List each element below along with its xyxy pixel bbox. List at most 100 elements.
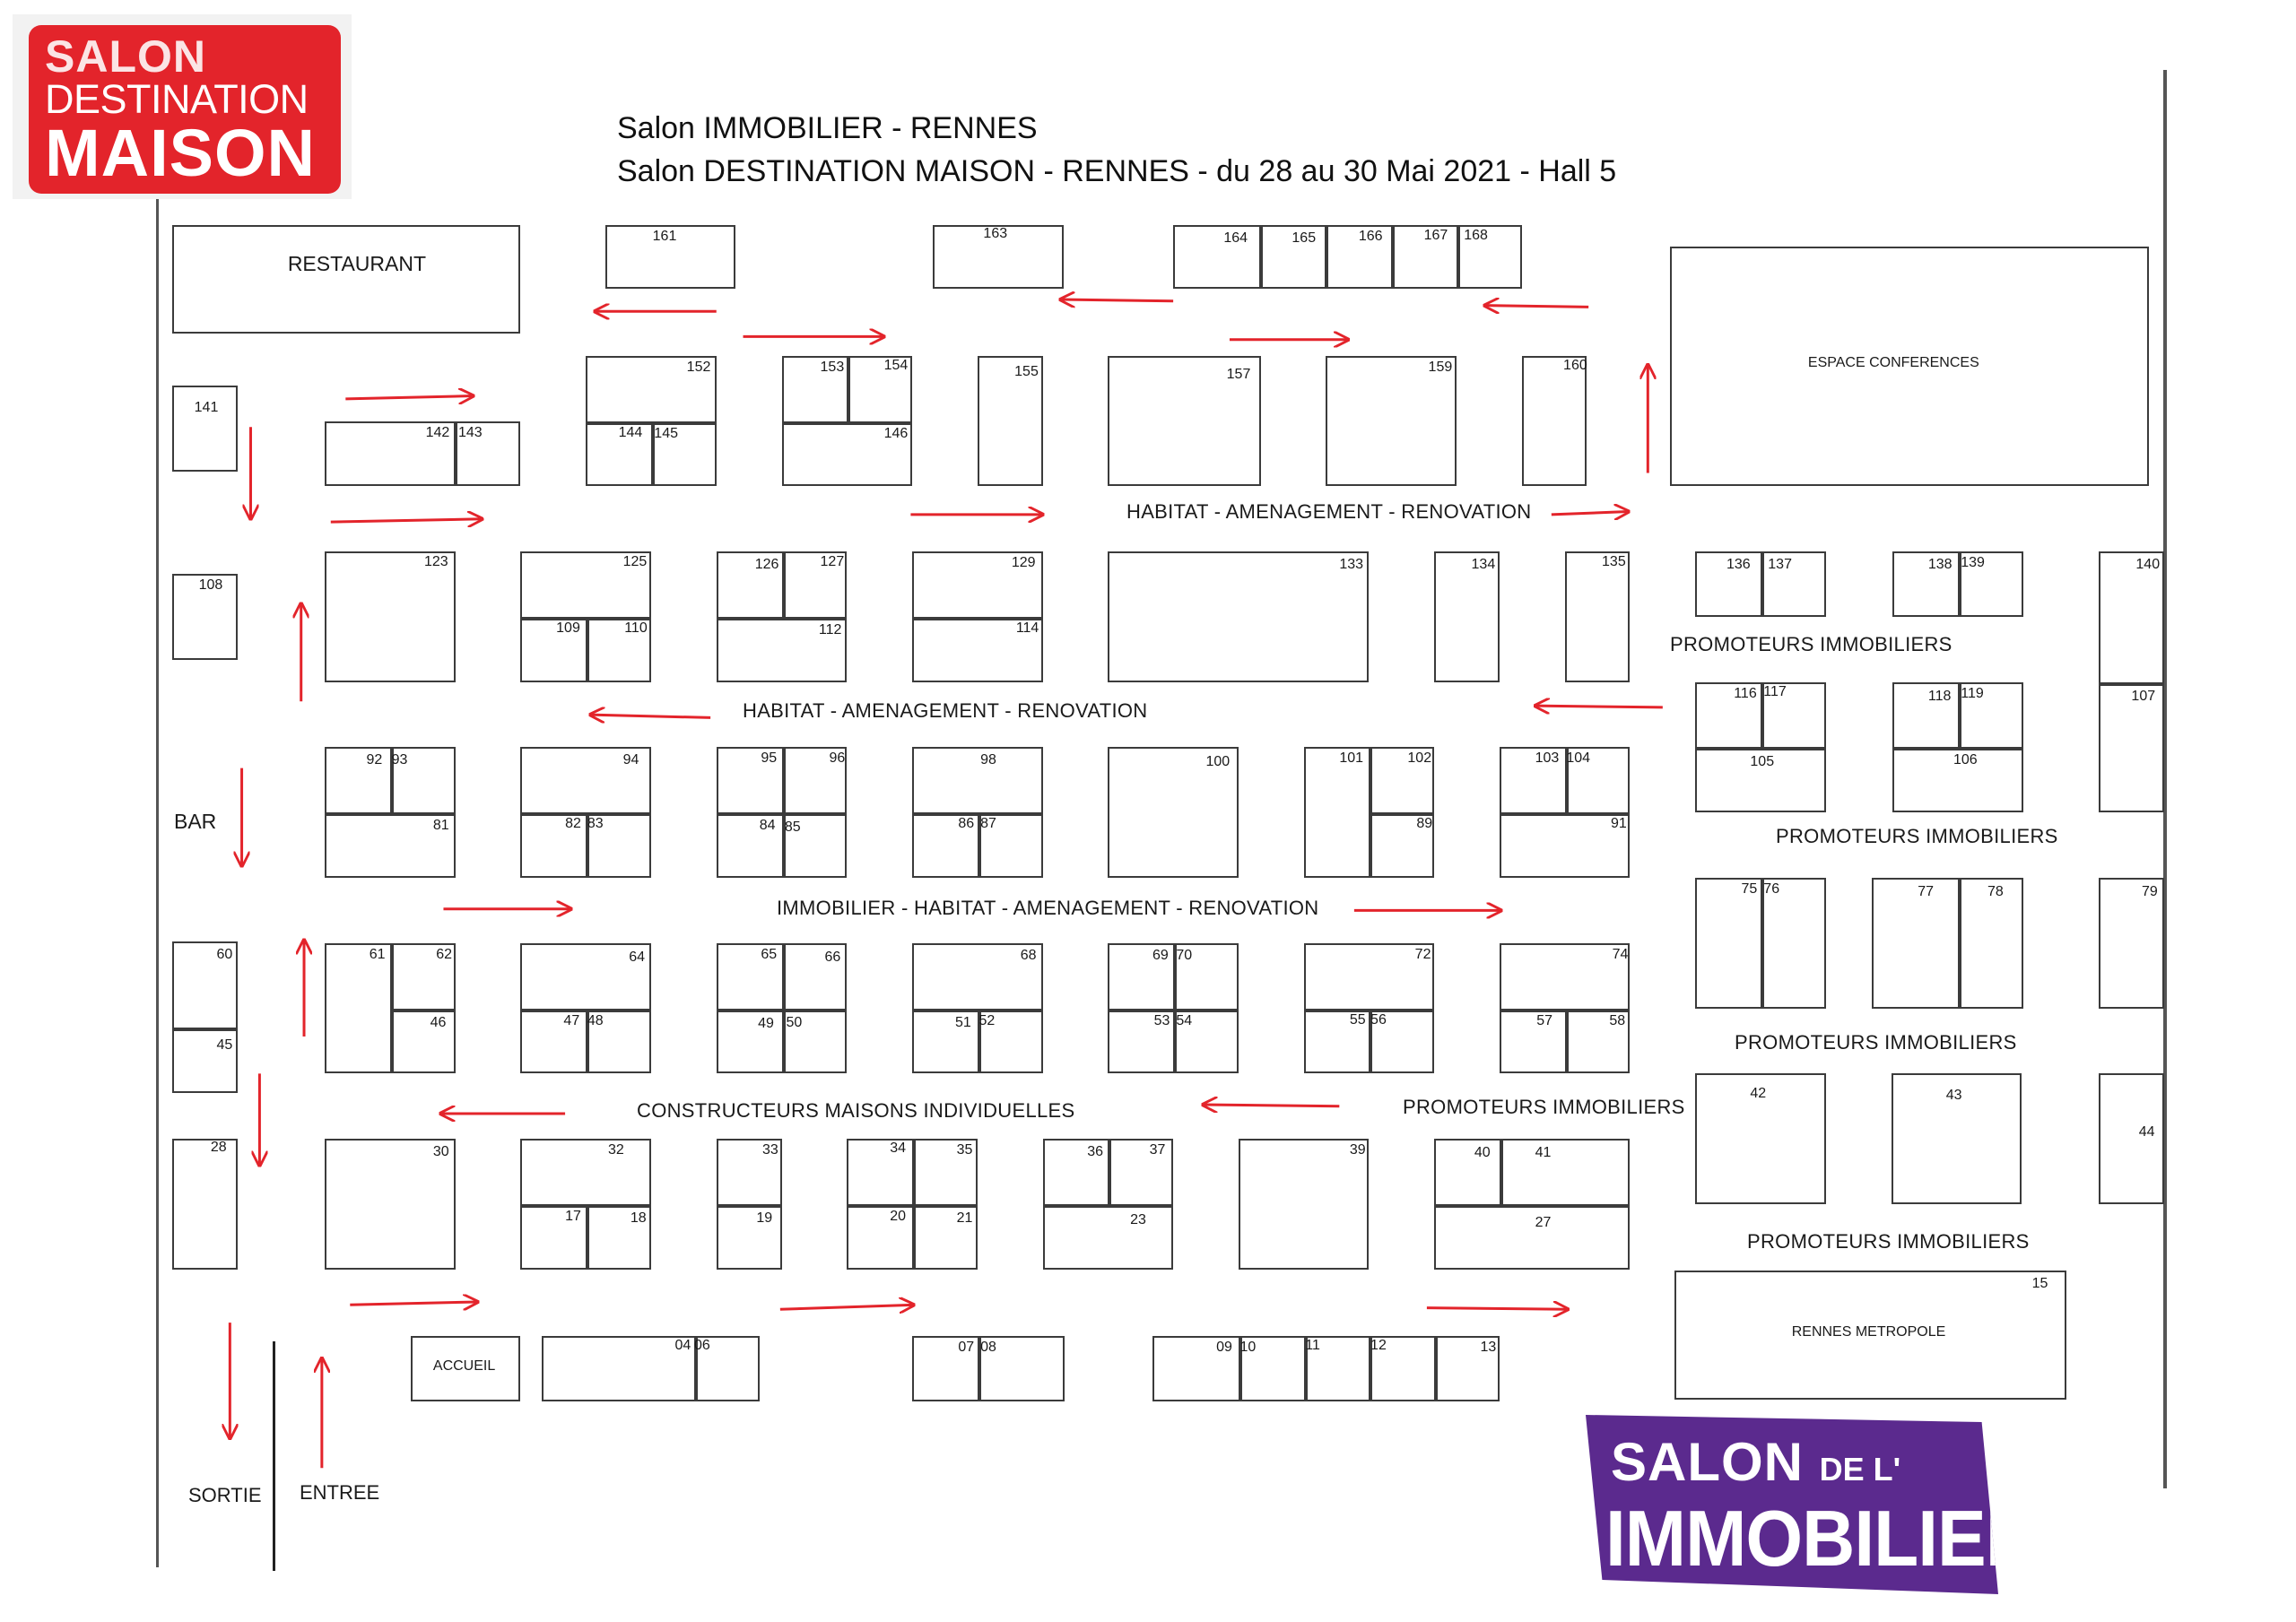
booth-number: 95: [761, 750, 778, 767]
booth-number: 126: [754, 556, 779, 572]
booth-divider: [1760, 551, 1764, 617]
booth: [1695, 551, 1826, 617]
booth-number: 15: [2031, 1275, 2048, 1291]
booth-divider: [781, 551, 786, 617]
logo-destination-maison: SALON DESTINATION MAISON: [29, 25, 341, 194]
logo-text: SALON DE L': [1611, 1431, 1900, 1493]
booth: [541, 1336, 760, 1401]
booth-number: 18: [630, 1210, 647, 1227]
booth-divider: [1564, 1008, 1569, 1074]
booth-number: 98: [980, 752, 996, 768]
booth-divider: [1303, 1336, 1308, 1401]
booth-number: 13: [1480, 1339, 1497, 1355]
booth-divider: [1173, 942, 1178, 1074]
booth-number: 19: [756, 1210, 773, 1227]
booth: [171, 941, 238, 1093]
booth: [325, 942, 456, 1074]
booth-number: 140: [2135, 556, 2161, 572]
booth-divider: [977, 1008, 981, 1074]
flow-arrow: [1551, 512, 1629, 515]
booth-number: 35: [956, 1142, 973, 1158]
booth-divider: [1238, 1336, 1242, 1401]
booth: [1238, 1139, 1370, 1270]
booth-number: 56: [1370, 1011, 1387, 1028]
booth-number: 58: [1609, 1013, 1626, 1029]
booth-number: 165: [1292, 230, 1317, 246]
booth: [912, 551, 1043, 682]
booth-divider: [781, 747, 786, 878]
booth-number: 83: [587, 816, 604, 832]
booth-number: 119: [1961, 685, 1984, 701]
booth-number: 116: [1734, 685, 1757, 701]
booth-divider: [520, 1203, 651, 1208]
section-label: PROMOTEURS IMMOBILIERS: [1747, 1230, 2030, 1253]
booth-number: 32: [608, 1142, 624, 1158]
section-label: HABITAT - AMENAGEMENT - RENOVATION: [743, 699, 1148, 722]
rennes-metropole-area: [1674, 1271, 2066, 1401]
booth: [781, 355, 913, 487]
booth: [912, 942, 1043, 1074]
plan-title-line1: Salon IMMOBILIER - RENNES: [617, 111, 1038, 145]
booth: [716, 1139, 782, 1270]
booth-number: 123: [423, 553, 448, 569]
booth-number: 134: [1471, 556, 1496, 572]
booth-number: 45: [216, 1037, 233, 1053]
booth-number: 60: [216, 946, 233, 962]
booth: [325, 1139, 456, 1270]
booth-number: 153: [820, 359, 845, 375]
booth-number: 41: [1535, 1145, 1552, 1161]
booth-number: 42: [1750, 1086, 1767, 1102]
booth-number: 168: [1464, 227, 1488, 243]
booth-divider: [912, 1008, 1043, 1012]
flow-arrow: [779, 1305, 914, 1309]
booth-number: 102: [1407, 750, 1432, 767]
booth: [325, 421, 521, 487]
flow-arrow: [350, 1302, 477, 1305]
booth-divider: [171, 1028, 238, 1032]
section-label: CONSTRUCTEURS MAISONS INDIVIDUELLES: [637, 1099, 1075, 1122]
booth: [847, 1139, 978, 1270]
section-label: HABITAT - AMENAGEMENT - RENOVATION: [1126, 500, 1532, 523]
booth: [1152, 1336, 1500, 1401]
area-label-restaurant: RESTAURANT: [287, 252, 427, 276]
booth: [520, 551, 651, 682]
booth-divider: [977, 812, 981, 878]
booth-divider: [1391, 225, 1396, 290]
booth: [2099, 1073, 2164, 1204]
booth-number: 107: [2131, 688, 2156, 704]
booth-number: 106: [1952, 752, 1978, 768]
booth: [171, 1139, 238, 1270]
booth-number: 138: [1927, 556, 1952, 572]
booth-number: 101: [1339, 750, 1364, 767]
flow-arrow: [330, 519, 483, 522]
flow-arrow: [345, 396, 473, 399]
section-label: IMMOBILIER - HABITAT - AMENAGEMENT - REN…: [777, 897, 1319, 919]
booth-divider: [1324, 225, 1328, 290]
flow-arrow: [1484, 306, 1589, 308]
booth-number: 57: [1536, 1013, 1553, 1029]
booth-divider: [325, 812, 456, 817]
booth-number: 163: [983, 226, 1008, 242]
booth: [586, 355, 717, 487]
restaurant-area: [171, 225, 521, 334]
booth-number: 69: [1152, 948, 1169, 964]
booth-number: 93: [391, 752, 408, 768]
booth-number: 96: [829, 750, 846, 767]
hall-wall-right: [2163, 70, 2167, 1488]
booth-divider: [1499, 1139, 1503, 1204]
booth-divider: [1564, 747, 1569, 813]
booth-divider: [520, 1008, 651, 1012]
booth-divider: [389, 1008, 456, 1012]
booth-number: 34: [890, 1141, 907, 1157]
booth: [1872, 878, 2023, 1009]
booth: [1695, 878, 1826, 1009]
booth-number: 70: [1176, 948, 1193, 964]
booth-number: 47: [563, 1013, 580, 1029]
booth-divider: [1369, 1008, 1373, 1074]
booth-number: 77: [1918, 884, 1935, 900]
conference-area: [1670, 246, 2150, 487]
booth-divider: [586, 1203, 590, 1270]
booth: [1695, 1073, 1826, 1204]
booth-divider: [1369, 1336, 1373, 1401]
